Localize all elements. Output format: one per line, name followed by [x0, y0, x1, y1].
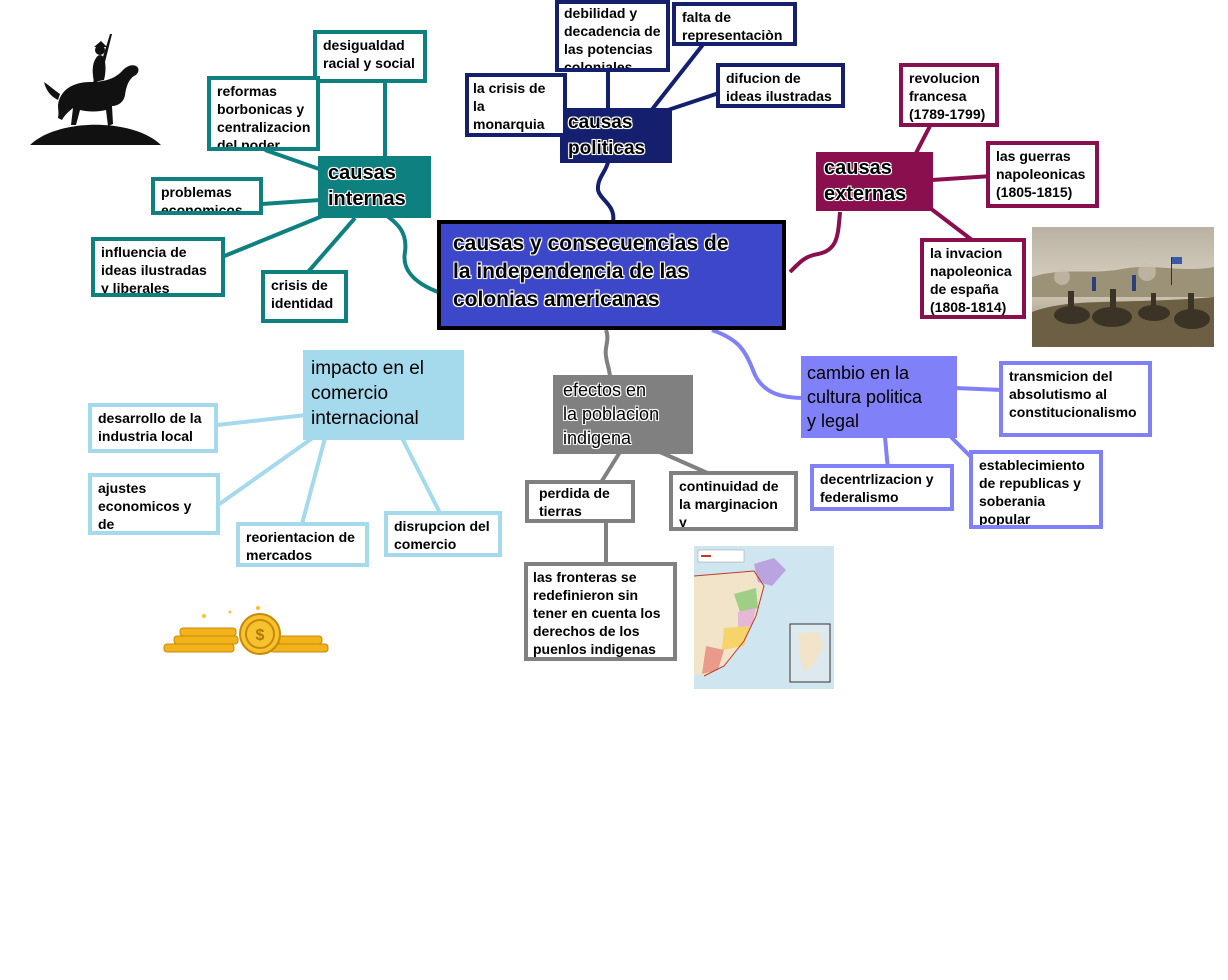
- link-center-cambio: [711, 328, 806, 400]
- node-desigualdad[interactable]: desigualdad racial y social: [313, 30, 427, 83]
- link-externas-invacion: [928, 206, 974, 242]
- link-cambio-establecimiento: [946, 432, 974, 460]
- node-fronteras[interactable]: las fronteras se redefinieron sin tener …: [524, 562, 677, 661]
- svg-text:$: $: [256, 627, 265, 644]
- link-impacto-reorientacion: [300, 437, 327, 525]
- node-guerras-napoleonicas[interactable]: las guerras napoleonicas (1805-1815): [986, 141, 1099, 208]
- link-impacto-desarrollo: [216, 413, 307, 427]
- link-internas-problemas: [261, 198, 321, 206]
- node-transmicion[interactable]: transmicion del absolutismo al constituc…: [999, 361, 1152, 437]
- node-perdida-tierras[interactable]: perdida de tierras: [525, 480, 635, 523]
- node-reformas[interactable]: reformas borbonicas y centralizacion del…: [207, 76, 320, 151]
- node-cambio-cultura[interactable]: cambio en la cultura politica y legal: [801, 356, 957, 438]
- node-efectos-indigena[interactable]: efectos en la poblacion indigena: [553, 375, 693, 454]
- node-impacto-comercio[interactable]: impacto en el comercio internacional: [303, 350, 464, 440]
- link-politicas-difucion: [667, 90, 723, 112]
- link-center-externas: [788, 211, 842, 274]
- link-center-politicas: [595, 161, 616, 223]
- colonial-map-image: [694, 546, 834, 689]
- node-influencia[interactable]: influencia de ideas ilustradas y liberal…: [91, 237, 225, 297]
- gold-coins-image: $: [160, 604, 332, 662]
- node-invacion-napoleonica[interactable]: la invacion napoleonica de españa (1808-…: [920, 238, 1026, 319]
- node-debilidad[interactable]: debilidad y decadencia de las potencias …: [555, 0, 670, 72]
- central-topic[interactable]: causas y consecuencias de la independenc…: [437, 220, 786, 330]
- node-disrupcion[interactable]: disrupcion del comercio: [384, 511, 502, 557]
- link-center-efectos: [603, 329, 612, 379]
- link-internas-influencia: [221, 213, 326, 259]
- node-problemas[interactable]: problemas economicos: [151, 177, 263, 215]
- node-establecimiento[interactable]: establecimiento de republicas y soberani…: [969, 450, 1103, 529]
- node-causas-externas[interactable]: causas externas: [816, 152, 933, 211]
- battle-painting-image: [1032, 227, 1214, 347]
- node-crisis-identidad[interactable]: crisis de identidad: [261, 270, 348, 323]
- node-revolucion-francesa[interactable]: revolucion francesa (1789-1799): [899, 63, 999, 127]
- link-internas-reformas: [264, 148, 323, 172]
- link-impacto-disrupcion: [400, 437, 442, 514]
- node-causas-internas[interactable]: causas internas: [318, 156, 431, 218]
- link-externas-guerras: [931, 174, 993, 182]
- node-difucion[interactable]: difucion de ideas ilustradas: [716, 63, 845, 108]
- link-externas-revolucion: [913, 125, 932, 156]
- node-causas-politicas[interactable]: causas politicas: [560, 108, 672, 163]
- link-internas-crisis: [306, 216, 357, 274]
- horseman-silhouette-image: [28, 20, 163, 150]
- node-falta-representacion[interactable]: falta de representaciòn: [672, 2, 797, 46]
- node-decentralizacion[interactable]: decentrlizacion y federalismo: [810, 464, 954, 511]
- node-reorientacion[interactable]: reorientacion de mercados: [236, 522, 369, 567]
- link-politicas-falta: [648, 40, 707, 114]
- link-efectos-perdida: [598, 450, 622, 486]
- node-continuidad-marginacion[interactable]: continuidad de la marginacion y la explo…: [669, 471, 798, 531]
- node-desarrollo-industria[interactable]: desarrollo de la industria local: [88, 403, 218, 453]
- node-crisis-monarquia[interactable]: la crisis de la monarquia española: [465, 73, 567, 137]
- link-cambio-transmicion: [954, 386, 1003, 392]
- link-center-internas: [380, 210, 439, 294]
- node-ajustes-economicos[interactable]: ajustes economicos y de tarifas: [88, 473, 220, 535]
